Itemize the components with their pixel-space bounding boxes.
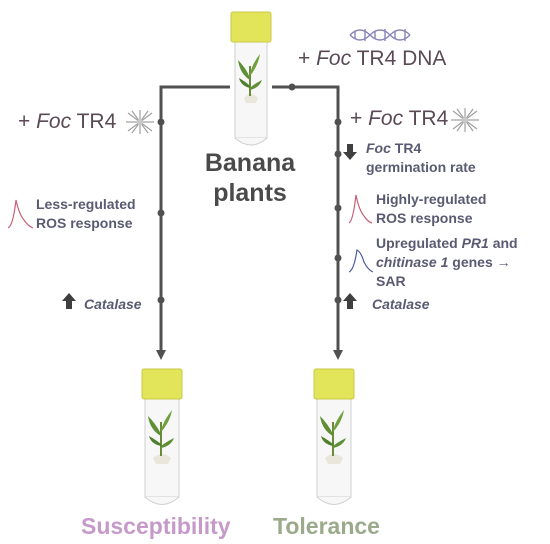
dna-treatment-label: + Foc TR4 DNA [298,47,447,70]
down-arrow-icon [343,144,357,160]
susceptibility-label: Susceptibility [81,513,231,539]
center-title-line2: plants [213,179,287,207]
right-catalase-label: Catalase [372,296,430,312]
branch-nodes [157,83,342,304]
ros-curve-icon-left [7,199,34,229]
left-catalase-label: Catalase [84,296,142,312]
up-arrow-icon-right [343,293,357,309]
right-treatment-label: + Foc TR4 [350,107,449,130]
right-ros-label: Highly-regulated ROS response [376,190,486,228]
tolerance-label: Tolerance [273,513,380,539]
dna-icon [349,29,411,41]
right-ros-line2: ROS response [376,210,473,226]
right-branch-line [272,85,343,360]
germination-line2: germination rate [366,159,476,175]
test-tube-right [313,368,355,505]
ros-curve-icon-right [348,194,373,224]
test-tube-top [230,11,272,146]
left-ros-line1: Less-regulated [36,196,136,212]
up-arrow-icon-left [62,293,76,309]
fungus-icon-right [451,108,479,132]
center-title-line1: Banana [204,149,296,177]
gene-curve-icon [348,249,374,273]
right-ros-line1: Highly-regulated [376,191,487,207]
gene-line3: SAR [376,273,406,289]
center-title: Banana plants [195,148,305,208]
left-treatment-label: + Foc TR4 [18,110,117,133]
gene-line1: Upregulated PR1 and [376,235,518,251]
fungus-icon-left [126,110,154,134]
gene-label: Upregulated PR1 and chitinase 1 genes → … [376,234,518,291]
left-ros-line2: ROS response [36,215,133,231]
test-tube-left [141,368,183,505]
germination-label: Foc TR4 germination rate [366,139,476,177]
germination-line1: Foc TR4 [366,140,422,156]
gene-line2: chitinase 1 genes → [376,254,511,270]
left-ros-label: Less-regulated ROS response [36,195,136,233]
left-branch-line [156,85,230,360]
